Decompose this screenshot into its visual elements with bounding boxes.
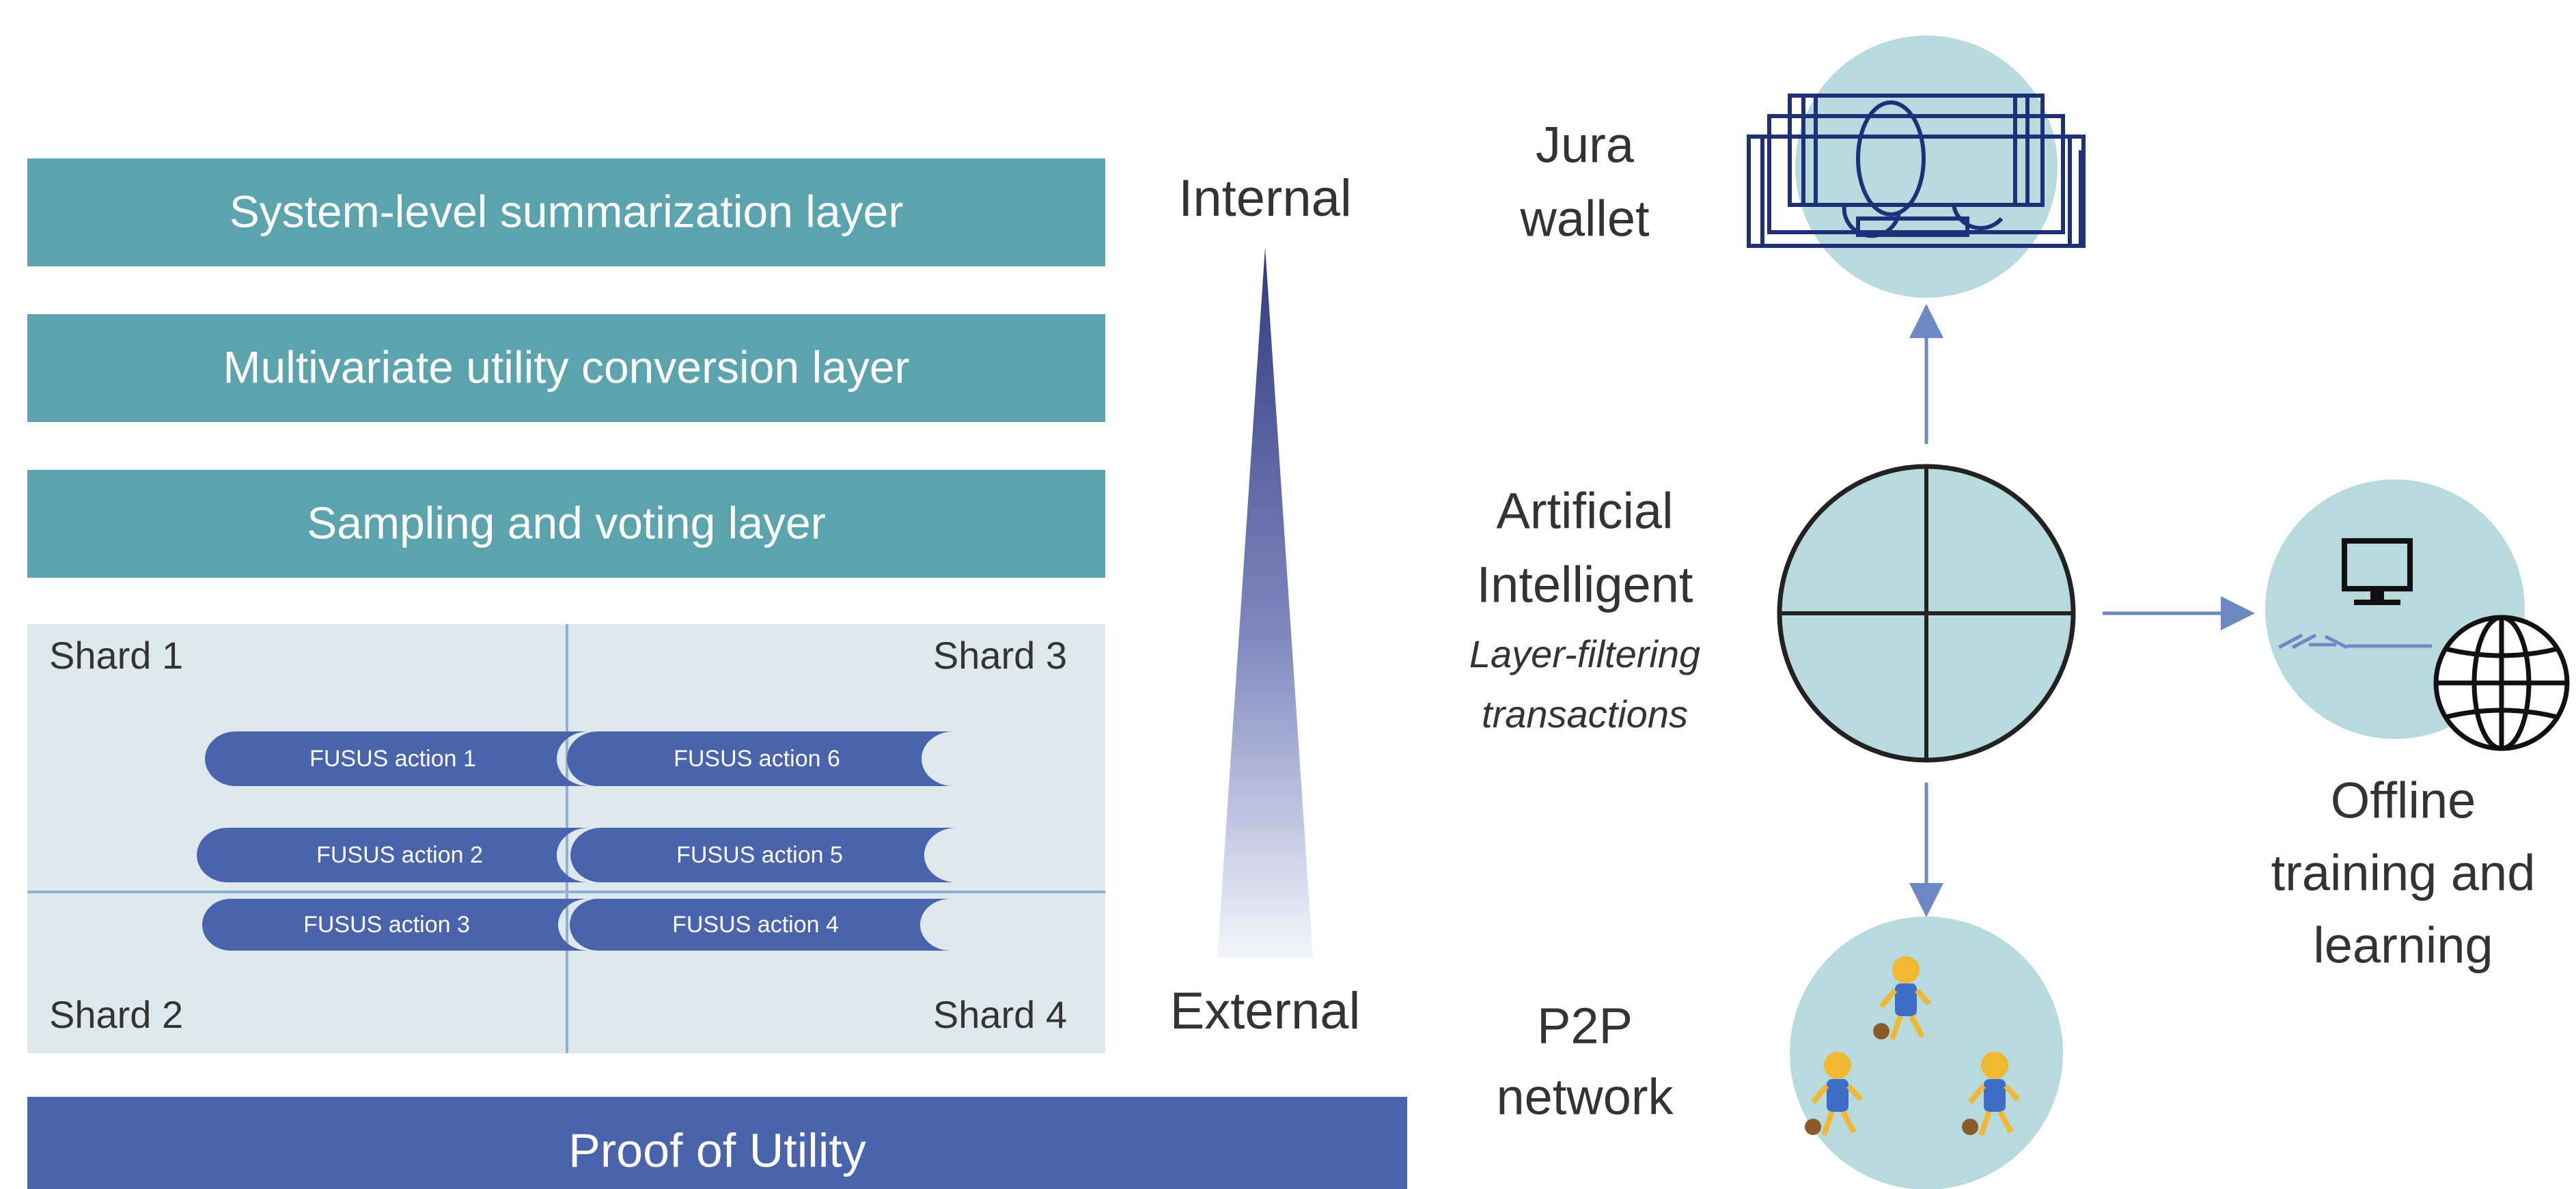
jura-wallet: Jura wallet [1519,36,2086,298]
shard-3-label: Shard 3 [933,634,1067,677]
conversion-layer: Multivariate utility conversion layer [27,314,1105,422]
fusus-action-1-label: FUSUS action 1 [309,746,476,772]
fusus-action-3: FUSUS action 3 [202,899,589,951]
sampling-layer: Sampling and voting layer [27,470,1105,578]
shard-2-label: Shard 2 [49,993,183,1036]
internal-label: Internal [1178,169,1352,227]
p2p-circle [1790,917,2063,1189]
fusus-action-5: FUSUS action 5 [570,828,956,882]
ai-label-line2: Intelligent [1477,557,1693,613]
wallet-circle [1795,36,2058,298]
fusus-action-3-label: FUSUS action 3 [303,912,470,938]
ai-node: Artificial Intelligent Layer-filtering t… [1469,464,2076,763]
p2p-network: P2P network [1496,917,2063,1189]
offline-training: Offline training and learning [2265,479,2570,974]
summarization-layer: System-level summarization layer [27,158,1105,266]
fusus-action-2-label: FUSUS action 2 [316,842,483,868]
cable-icon [2277,633,2432,649]
fusus-action-4: FUSUS action 4 [570,899,951,951]
fusus-action-4-label: FUSUS action 4 [672,912,839,938]
offline-label-line2: training and [2271,845,2536,901]
sampling-layer-label: Sampling and voting layer [307,497,825,548]
summarization-layer-label: System-level summarization layer [230,186,904,236]
ai-sublabel-line1: Layer-filtering [1469,632,1700,675]
proof-of-utility-label: Proof of Utility [568,1123,866,1177]
ai-sublabel-line2: transactions [1482,693,1688,736]
fusus-action-6-label: FUSUS action 6 [674,746,840,772]
fusus-action-1: FUSUS action 1 [205,731,589,786]
player-figures-icon [1805,956,2020,1136]
offline-label-line3: learning [2313,917,2493,974]
p2p-label-line1: P2P [1537,998,1633,1054]
fusus-action-5-label: FUSUS action 5 [676,842,843,868]
globe-icon [2433,615,2570,751]
internal-external-gradient: Internal External [1170,169,1361,1040]
jura-wallet-label-line1: Jura [1536,117,1635,173]
shard-1-label: Shard 1 [49,634,183,677]
proof-of-utility-layer: Proof of Utility [27,1097,1407,1189]
external-label: External [1170,982,1361,1040]
p2p-label-line2: network [1496,1069,1674,1125]
offline-label-line1: Offline [2331,772,2476,829]
conversion-layer-label: Multivariate utility conversion layer [223,341,909,392]
jura-wallet-label-line2: wallet [1519,191,1650,247]
shard-4-label: Shard 4 [933,993,1067,1036]
fusus-action-6: FUSUS action 6 [567,731,954,786]
shard-panel: Shard 1 Shard 3 Shard 2 Shard 4 [27,624,1105,1053]
wallet-icon [1747,94,2086,248]
crosshair-circle-icon [1777,464,2076,763]
ai-label-line1: Artificial [1496,483,1673,540]
monitor-icon [2342,538,2413,605]
fusus-action-2: FUSUS action 2 [197,828,589,882]
